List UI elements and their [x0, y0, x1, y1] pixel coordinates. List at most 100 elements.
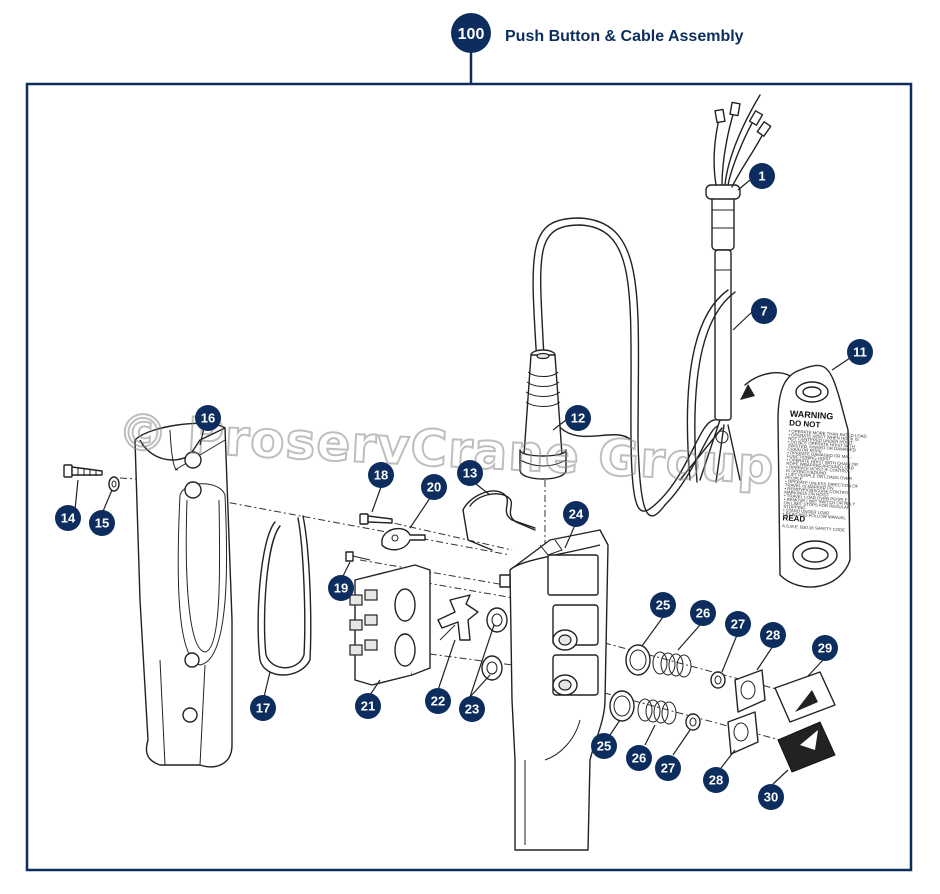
callout-14: 14 — [55, 505, 81, 531]
callout-20: 20 — [421, 474, 447, 500]
callout-label: 26 — [696, 606, 710, 621]
callout-circle — [89, 510, 115, 536]
callout-26: 26 — [690, 600, 716, 626]
callout-label: 13 — [463, 466, 477, 481]
callout-label: 19 — [334, 581, 348, 596]
callout-circle — [847, 339, 873, 365]
callout-29: 29 — [812, 635, 838, 661]
contact-block — [345, 551, 431, 686]
callout-label: 11 — [853, 345, 867, 360]
callout-26: 26 — [626, 745, 652, 771]
callout-13: 13 — [457, 460, 483, 486]
cable-boot — [519, 349, 567, 480]
callout-label: 27 — [731, 617, 745, 632]
callout-24: 24 — [563, 501, 589, 527]
callout-label: 23 — [465, 702, 479, 717]
tag-footer-text: A.S.M.E. B30.16 SAFETY CODE — [782, 523, 846, 532]
diagram-title: Push Button & Cable Assembly — [505, 28, 744, 45]
callout-circle — [650, 592, 676, 618]
button-seals — [481, 607, 508, 681]
callout-circle — [457, 460, 483, 486]
tag-rule-line: • OPERATE HOIST WITH CHAIN OR — [786, 457, 858, 467]
tag-rule-line: • OPERATE DAMAGED OR MAL- — [787, 450, 853, 460]
callout-label: 30 — [764, 790, 778, 805]
tag-rule-line: NOT CENTERED UNDER HOIST — [788, 436, 853, 446]
callout-label: 26 — [632, 751, 646, 766]
callout-27: 27 — [725, 611, 751, 637]
tag-rule-line: TRAVEL IS MARKED ON — [785, 482, 834, 490]
tag-rule-line: MARKINGS ON HOIST — [784, 489, 829, 497]
callout-label: 25 — [597, 739, 611, 754]
callout-circle — [355, 693, 381, 719]
tag-rule-line: STOPPING — [783, 504, 806, 511]
callout-23: 23 — [459, 696, 485, 722]
callout-label: 27 — [661, 761, 675, 776]
callout-circle — [459, 696, 485, 722]
callout-label: 18 — [374, 468, 388, 483]
tag-read-text: READ — [782, 513, 805, 524]
callout-circle — [626, 745, 652, 771]
diagram-frame — [25, 82, 913, 872]
callout-25: 25 — [591, 733, 617, 759]
tag-rule-line: PEOPLE — [785, 475, 803, 481]
callout-22: 22 — [425, 688, 451, 714]
callout-16: 16 — [195, 405, 221, 431]
callout-28: 28 — [760, 622, 786, 648]
callout-18: 18 — [368, 462, 394, 488]
callout-21: 21 — [355, 693, 381, 719]
callout-label: 1 — [758, 169, 765, 184]
callout-label: 7 — [760, 304, 767, 319]
warning-tag: WARNING DO NOT • OPERATE MORE THAN RATED… — [777, 364, 867, 588]
tag-rule-line: TWISTED, KINKED OR DAMAGED — [787, 443, 855, 453]
callout-7: 7 — [751, 298, 777, 324]
callout-circle — [812, 635, 838, 661]
callout-circle — [690, 600, 716, 626]
tag-rule-line: • READ AND FOLLOW MANUAL — [783, 511, 847, 520]
tag-rule-line: CHAIN OR ROPE — [787, 446, 822, 453]
callout-label: 15 — [95, 516, 109, 531]
assembly-number: 100 — [458, 26, 485, 43]
callout-label: 20 — [427, 480, 441, 495]
callout-circle — [563, 501, 589, 527]
callout-11: 11 — [847, 339, 873, 365]
wire-clip — [462, 490, 536, 551]
callout-label: 28 — [709, 773, 723, 788]
button-stack-lower — [609, 690, 836, 773]
tag-warning-text: WARNING — [790, 408, 834, 421]
callout-circle — [725, 611, 751, 637]
callout-circle — [195, 405, 221, 431]
back-housing — [134, 422, 233, 768]
tag-rule-line: • TRAVEL LOAD OVER PEOPLE — [784, 493, 848, 502]
callout-label: 24 — [569, 507, 584, 522]
callout-label: 22 — [431, 694, 445, 709]
callout-leaders — [74, 179, 851, 785]
callout-label: 14 — [61, 511, 76, 526]
cable-strain-relief — [679, 94, 791, 483]
callout-label: 16 — [201, 411, 215, 426]
button-stack-upper — [625, 644, 836, 723]
callout-label: 21 — [361, 699, 375, 714]
tag-rule-line: • REMOVE/OBSCURE CONTROL — [784, 486, 851, 496]
callout-1: 1 — [749, 163, 775, 189]
callout-label: 25 — [656, 598, 670, 613]
callout-circle — [749, 163, 775, 189]
tag-rule-line: • OPERATE MORE THAN RATED LOAD — [788, 428, 866, 438]
callout-circle — [55, 505, 81, 531]
callout-27: 27 — [655, 755, 681, 781]
tag-rule-line: • STAND UNDER LOAD — [783, 507, 830, 515]
front-housing — [499, 529, 609, 851]
callout-12: 12 — [565, 405, 591, 431]
callout-17: 17 — [250, 695, 276, 721]
callout-circle — [751, 298, 777, 324]
tag-rule-line: • OPERATE UNLESS DIRECTION OF — [785, 479, 859, 489]
tag-rule-line: • REMOVE LIMIT SWITCH OR RELY — [784, 497, 856, 507]
tag-rule-line: FUNCTIONING HOIST — [787, 454, 832, 462]
callout-30: 30 — [758, 784, 784, 810]
cable-clamp — [359, 513, 426, 551]
tag-do-not-text: DO NOT — [789, 418, 821, 429]
callout-circle — [703, 767, 729, 793]
callout-label: 17 — [256, 701, 270, 716]
callout-circle — [368, 462, 394, 488]
